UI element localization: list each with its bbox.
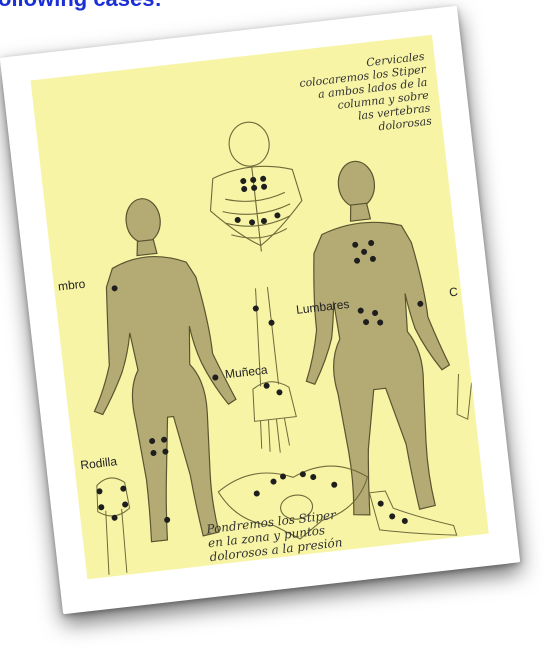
pelvis-points: [252, 467, 338, 496]
label-rodilla: Rodilla: [80, 454, 118, 472]
knee-points: [96, 485, 130, 522]
bottom-caption: Pondremos los Stiper en la zona y puntos…: [205, 507, 343, 564]
acupressure-chart: Cervicales colocaremos los Stiper a ambo…: [31, 35, 489, 580]
printed-chart-photo: Cervicales colocaremos los Stiper a ambo…: [0, 6, 520, 614]
foot-illustration: [369, 484, 456, 545]
hand-illustration: [453, 373, 476, 421]
page-heading: ollowing cases:: [0, 0, 162, 12]
label-muneca: Muñeca: [224, 363, 268, 382]
label-codo: C: [448, 284, 459, 299]
back-figure: [282, 153, 465, 520]
body-chart-graphic: Cervicales colocaremos los Stiper a ambo…: [31, 35, 489, 580]
cervical-caption: Cervicales colocaremos los Stiper a ambo…: [297, 50, 433, 142]
foot-points: [377, 498, 408, 527]
label-hombro: mbro: [57, 277, 86, 294]
